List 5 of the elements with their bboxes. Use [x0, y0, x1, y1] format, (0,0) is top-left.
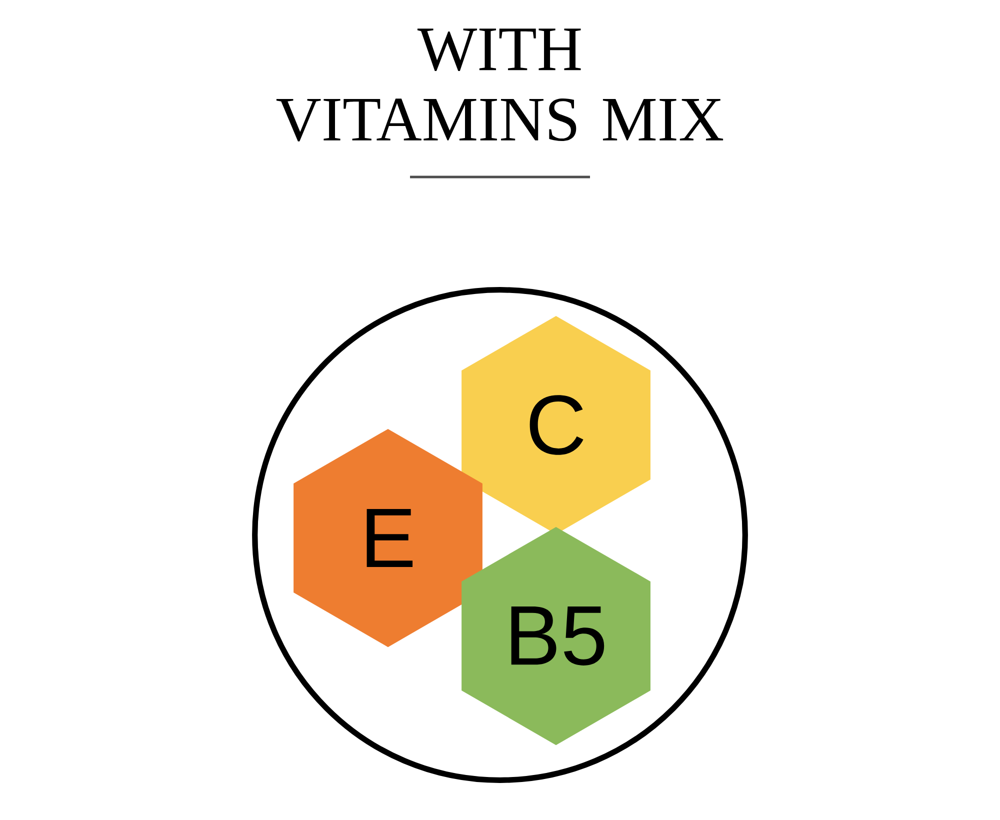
- hexagon: E: [294, 428, 482, 648]
- circle: [252, 287, 748, 783]
- hexagon: B5: [462, 526, 650, 746]
- hexagon: C: [462, 316, 650, 534]
- title: WITH VITAMINS MIX: [276, 28, 724, 142]
